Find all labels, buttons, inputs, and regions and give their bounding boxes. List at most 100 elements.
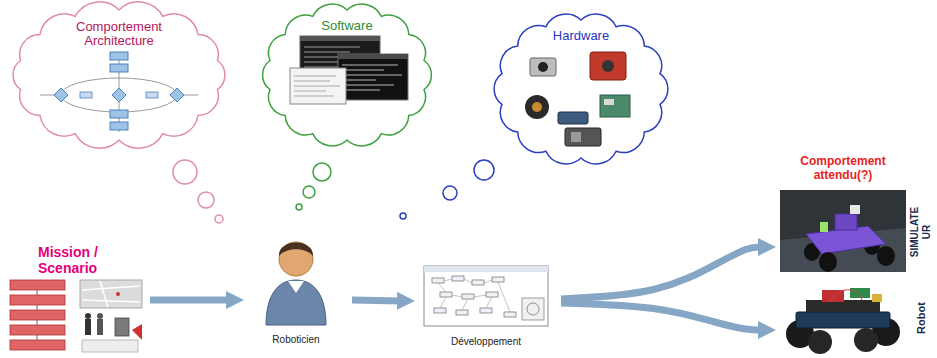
- development-screenshot: [474, 295, 486, 297]
- person-icon: [266, 242, 326, 325]
- development-screenshot: [462, 294, 474, 299]
- cloud-outline: [13, 2, 225, 148]
- hardware-parts: [571, 132, 581, 142]
- robot-photo: [780, 280, 906, 356]
- software-screenshots: [338, 54, 408, 59]
- flow-arrow: [561, 303, 762, 330]
- thought-cloud: Software: [258, 0, 436, 150]
- flow-arrow: [561, 247, 762, 299]
- software-screenshots: [304, 52, 350, 53]
- text-slot: Développement: [415, 336, 557, 348]
- mission-picture: [37, 290, 38, 340]
- architecture-sketch: [110, 64, 128, 72]
- development-screenshot: [440, 297, 446, 308]
- development-screenshot: [464, 279, 472, 283]
- mission-picture: [97, 313, 103, 319]
- mission-picture: [37, 320, 38, 325]
- software-screenshots: [294, 96, 334, 97]
- mission-picture: [37, 335, 38, 340]
- hardware-parts: [604, 99, 614, 105]
- node-label: Comportement attendu(?): [783, 154, 903, 182]
- flow-arrow: [150, 296, 230, 303]
- mission-picture: [132, 324, 142, 340]
- simulator-render: [835, 214, 857, 230]
- mission-picture: [115, 318, 129, 336]
- mission-picture: [116, 292, 120, 296]
- development-screenshot: [424, 266, 548, 326]
- robot-photo: [854, 328, 878, 352]
- software-screenshots: [294, 81, 330, 82]
- node-label: Comportement Architecture: [54, 20, 184, 48]
- mission-panel: Mission / Scenario: [4, 240, 150, 356]
- architecture-sketch: [110, 122, 128, 130]
- robot-panel: Robot: [776, 278, 935, 358]
- simulator-render: [819, 252, 837, 272]
- thought-bubbles: [173, 160, 197, 184]
- architecture-sketch: [110, 110, 128, 118]
- development-screenshot: [486, 292, 498, 297]
- text-slot: Software: [297, 18, 397, 33]
- software-screenshots: [342, 85, 394, 86]
- hardware-parts: [525, 52, 630, 146]
- architecture-sketch: [54, 88, 68, 102]
- development-screenshot: [432, 276, 516, 317]
- software-screenshots: [342, 80, 376, 81]
- thought-bubbles: [198, 192, 214, 208]
- robot-photo: [830, 290, 862, 302]
- software-screenshots: [290, 68, 346, 104]
- development-screenshot: [434, 308, 446, 313]
- mission-picture: [82, 340, 138, 352]
- node-label: Software: [297, 18, 397, 33]
- mission-picture: [10, 280, 65, 290]
- text-slot: Roboticien: [244, 334, 348, 346]
- mission-picture: [10, 295, 65, 305]
- software-screenshots: [304, 47, 360, 48]
- architecture-sketch: [146, 92, 158, 98]
- architecture-sketch: [40, 52, 198, 132]
- person-icon: [279, 243, 313, 257]
- thought-bubbles: [443, 186, 457, 200]
- thought-bubbles: [400, 213, 406, 219]
- hardware-parts: [590, 52, 626, 80]
- architecture-sketch: [112, 88, 126, 102]
- software-screenshots: [342, 65, 402, 90]
- flow-arrow: [352, 297, 401, 305]
- node-label: Développement: [415, 336, 557, 348]
- hardware-parts: [538, 62, 548, 72]
- mission-picture: [85, 319, 91, 335]
- text-slot: Mission / Scenario: [38, 244, 130, 276]
- development-screenshot: [486, 297, 492, 308]
- mission-picture: [37, 305, 38, 310]
- text-slot: Comportement Architecture: [54, 20, 184, 48]
- robot-photo: [872, 294, 882, 302]
- mission-picture: [82, 281, 140, 307]
- development-screenshot: [484, 280, 492, 283]
- cloud-outline: [263, 4, 432, 146]
- software-screenshots: [304, 62, 340, 63]
- development-screenshot: [452, 276, 464, 281]
- hardware-parts: [565, 128, 601, 146]
- thought-bubbles: [303, 186, 315, 198]
- node-label: Roboticien: [244, 334, 348, 346]
- software-screenshots: [290, 36, 408, 104]
- thought-bubbles: [173, 160, 494, 223]
- architecture-sketch: [110, 52, 128, 60]
- text-slot: Robot: [914, 296, 928, 340]
- thought-bubbles: [313, 163, 331, 181]
- thought-cloud: Comportement Architecture: [8, 0, 230, 150]
- software-screenshots: [338, 54, 408, 100]
- thought-cloud: Hardware: [490, 10, 672, 168]
- mission-picture: [10, 310, 65, 320]
- mission-picture: [85, 313, 91, 319]
- node-label: Mission / Scenario: [38, 244, 130, 276]
- hardware-parts: [602, 60, 614, 72]
- software-screenshots: [342, 70, 384, 71]
- development-screenshot: [424, 266, 548, 326]
- development-screenshot: [444, 279, 452, 281]
- simulator-render: [877, 246, 895, 266]
- hardware-parts: [525, 95, 549, 119]
- simulator-render: [780, 190, 906, 272]
- thought-bubbles: [296, 204, 302, 210]
